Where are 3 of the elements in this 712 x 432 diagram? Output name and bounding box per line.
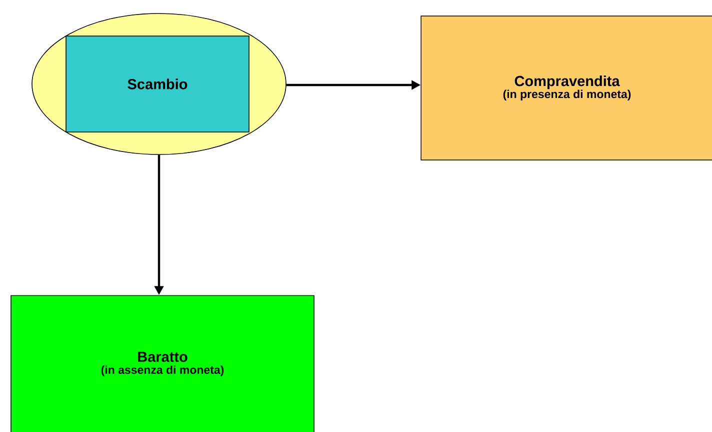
process-box: Baratto (in assenza di moneta) [10, 295, 314, 432]
process-box: Scambio [66, 36, 250, 132]
process-box: Compravendita (in presenza di moneta) [420, 16, 712, 160]
